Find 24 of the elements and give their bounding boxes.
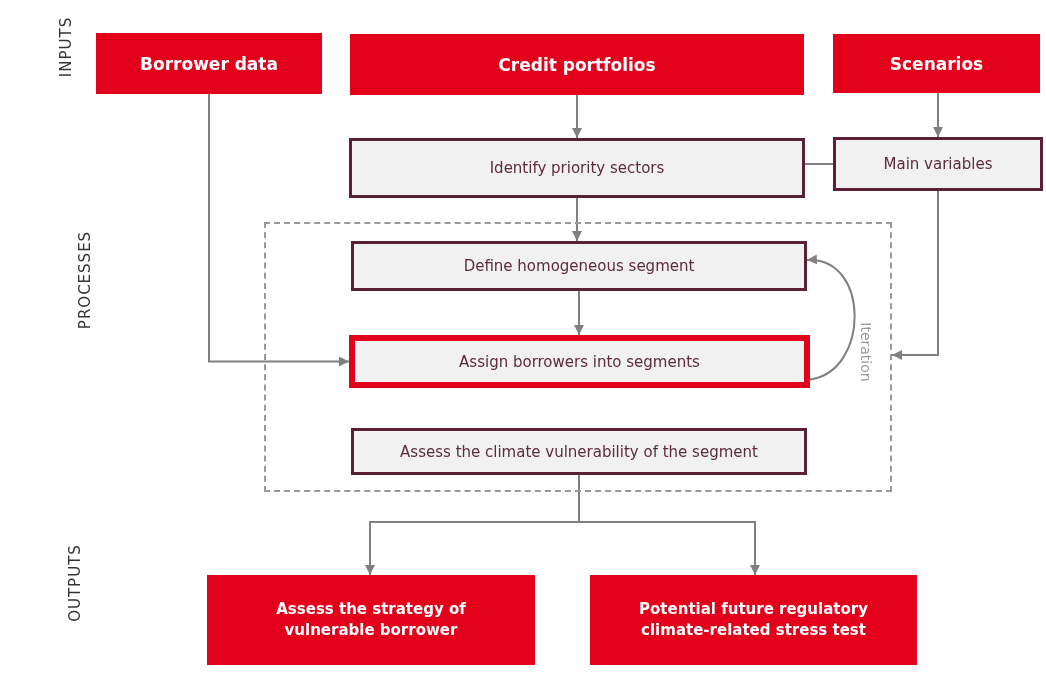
process-box: Main variables	[833, 137, 1043, 191]
output-box: Potential future regulatory climate-related stress test	[590, 575, 917, 665]
connector-line	[804, 163, 834, 165]
section-label: OUTPUTS	[65, 544, 84, 622]
input-box: Credit portfolios	[350, 34, 804, 95]
process-box: Identify priority sectors	[349, 138, 805, 198]
arrow	[208, 93, 350, 367]
process-box: Assess the climate vulnerability of the segment	[351, 428, 807, 475]
highlighted-process-box: Assign borrowers into segments	[349, 335, 810, 388]
group-label: Iteration	[857, 322, 874, 382]
arrow	[933, 92, 943, 138]
section-label: PROCESSES	[76, 230, 95, 329]
section-label: INPUTS	[57, 16, 76, 77]
input-box: Scenarios	[833, 34, 1040, 93]
input-box: Borrower data	[96, 33, 322, 94]
arrow	[572, 94, 582, 139]
output-box: Assess the strategy of vulnerable borrower	[207, 575, 535, 665]
arrow	[572, 197, 582, 242]
arrow	[891, 190, 939, 360]
process-box: Define homogeneous segment	[351, 241, 807, 291]
dashed-group-box	[264, 222, 892, 492]
arrow	[578, 474, 760, 576]
arrow	[806, 255, 856, 381]
arrow	[574, 290, 584, 336]
